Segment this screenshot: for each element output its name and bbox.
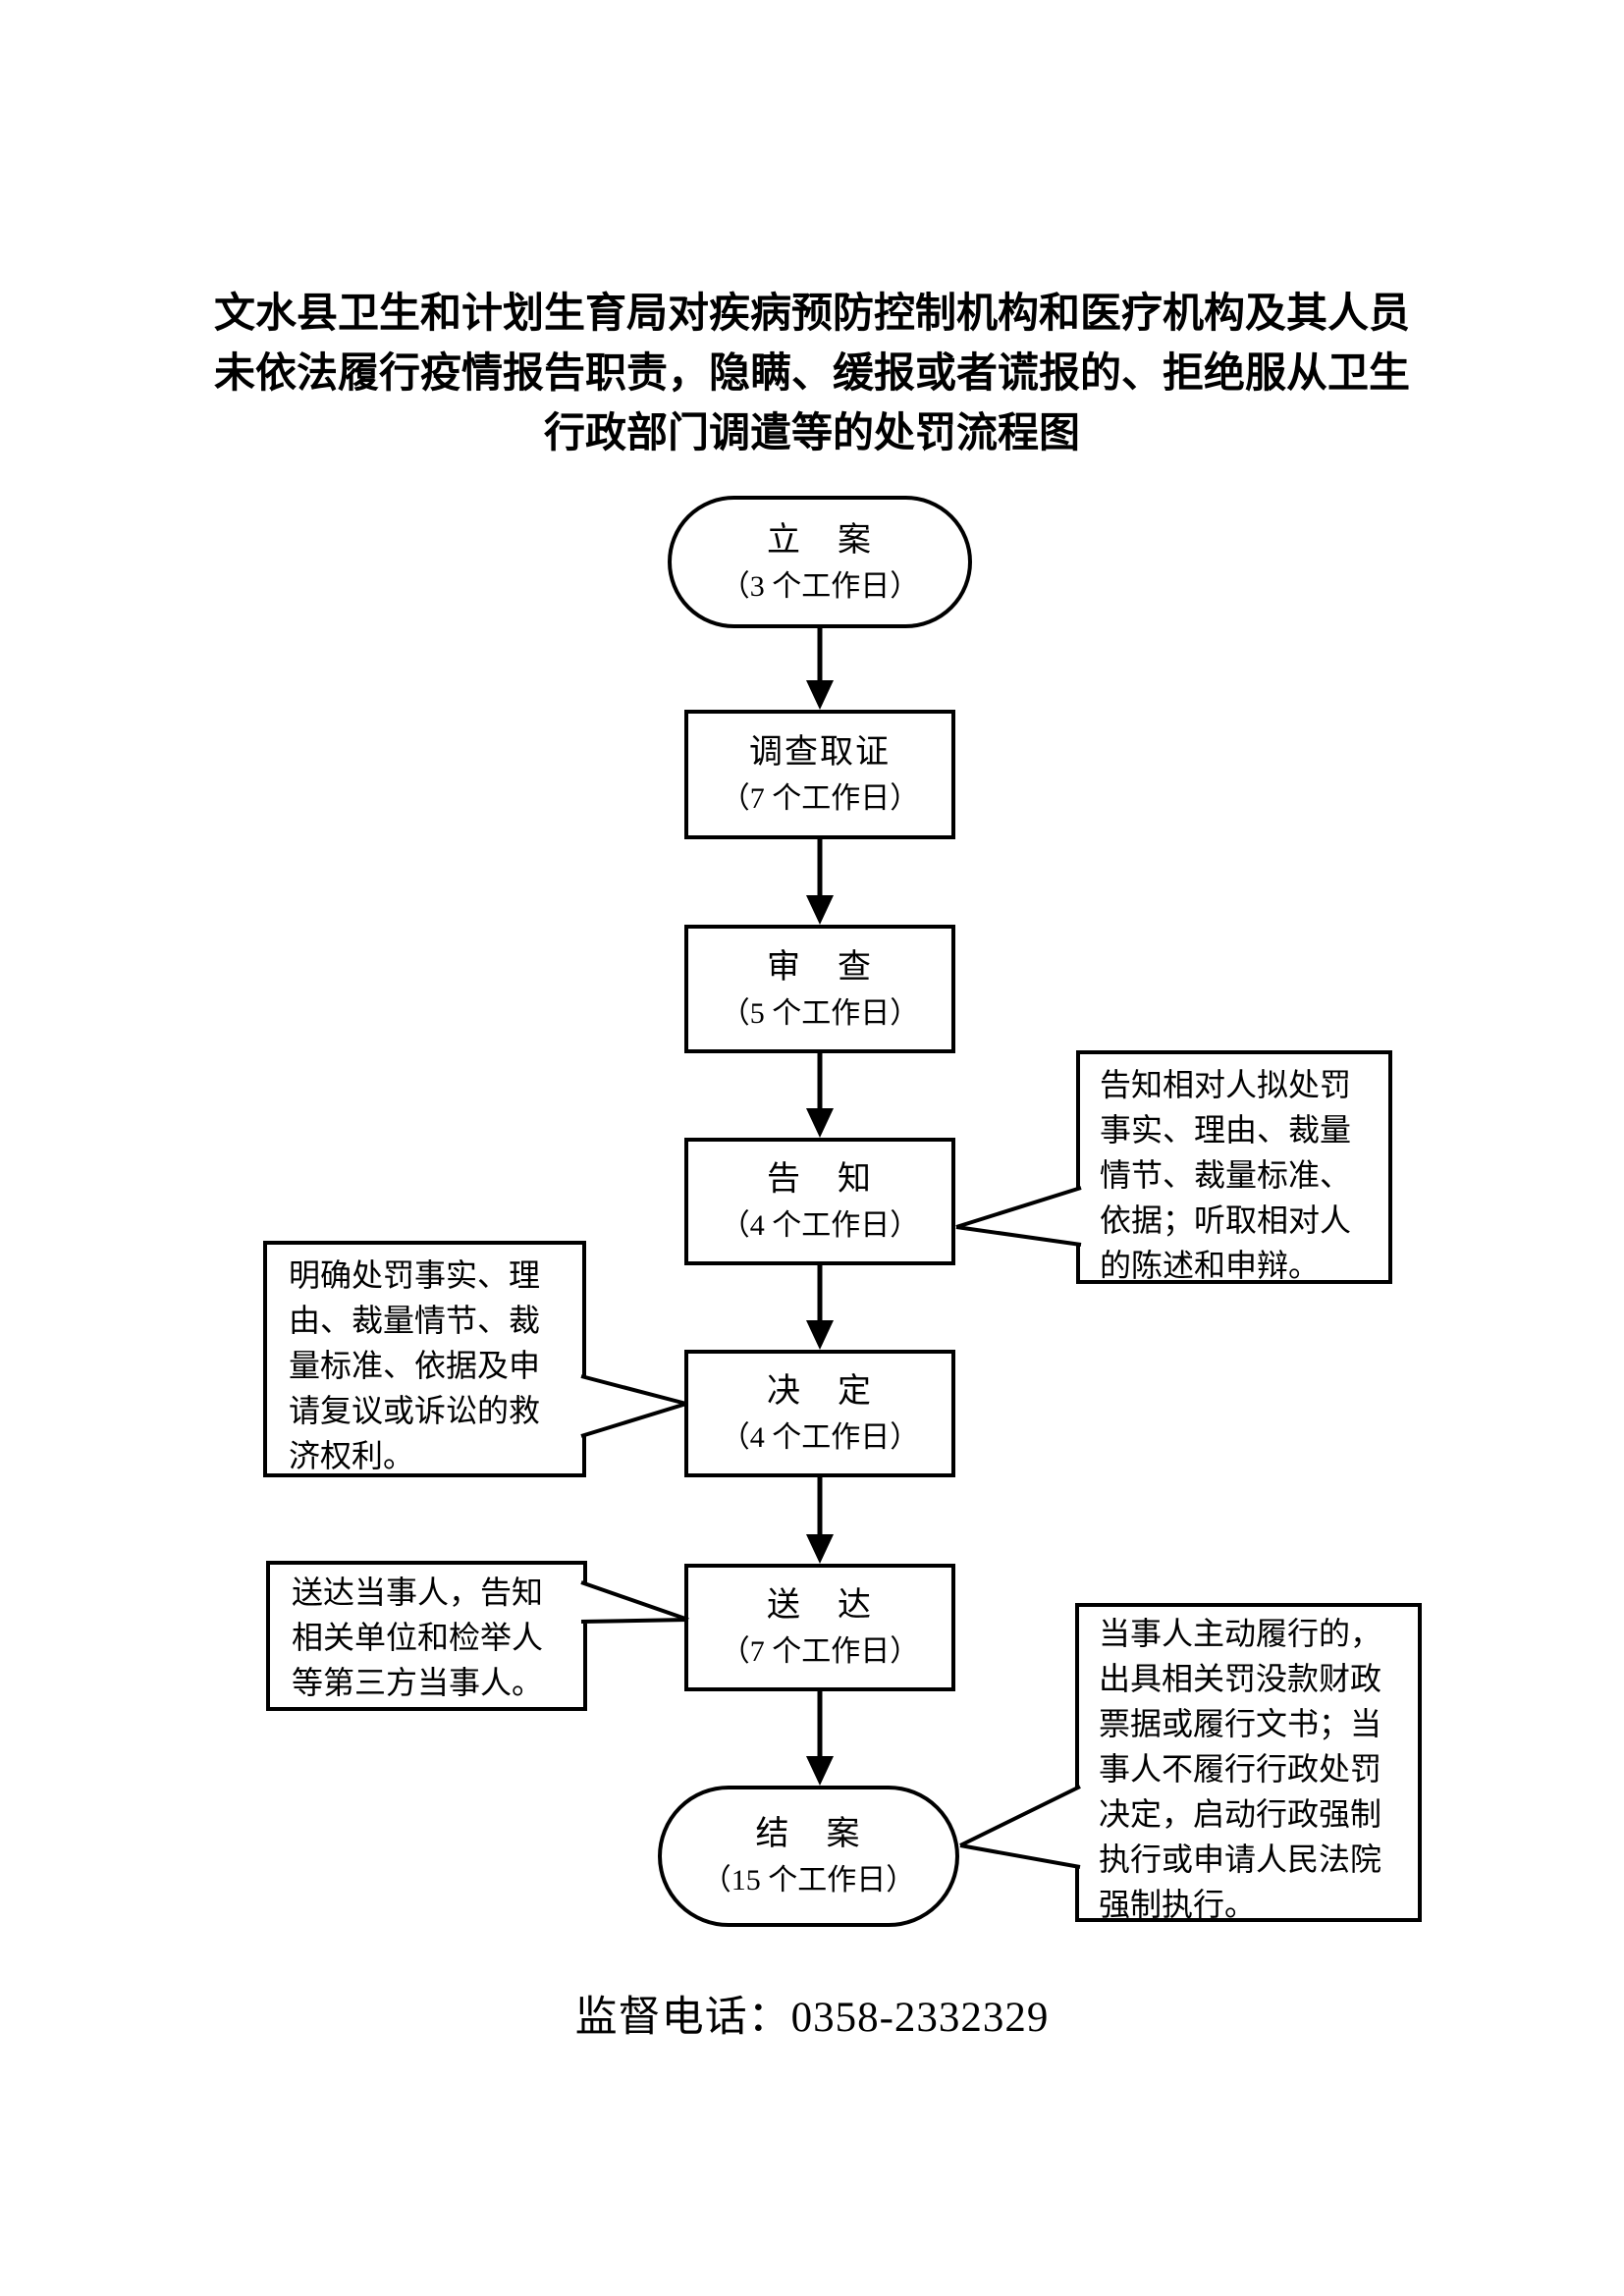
flow-step-delivery: 送 达 （7 个工作日）: [684, 1564, 955, 1691]
callout-pointer-delivery: [578, 1580, 689, 1624]
step-label: 立 案: [767, 521, 873, 559]
step-label: 送 达: [767, 1587, 873, 1624]
step-duration: （5 个工作日）: [720, 996, 920, 1030]
callout-text: 送达当事人，告知相关单位和检举人等第三方当事人。: [292, 1575, 544, 1700]
title-line-3: 行政部门调遣等的处罚流程图: [543, 409, 1080, 455]
callout-pointer-closing: [959, 1785, 1083, 1869]
step-label: 结 案: [755, 1816, 862, 1852]
callout-closing-note: 当事人主动履行的，出具相关罚没款财政票据或履行文书；当事人不履行行政处罚决定，启…: [1075, 1603, 1422, 1922]
flow-arrow-6: [806, 1691, 834, 1786]
step-duration: （7 个工作日）: [720, 1635, 920, 1668]
flow-step-filing: 立 案 （3 个工作日）: [668, 496, 972, 628]
flow-step-investigation: 调查取证 （7 个工作日）: [684, 710, 955, 839]
callout-text: 明确处罚事实、理由、裁量情节、裁量标准、依据及申请复议或诉讼的救济权利。: [289, 1257, 541, 1473]
flow-step-review: 审 查 （5 个工作日）: [684, 925, 955, 1053]
step-label: 审 查: [767, 948, 873, 986]
callout-decision-note: 明确处罚事实、理由、裁量情节、裁量标准、依据及申请复议或诉讼的救济权利。: [263, 1241, 586, 1477]
callout-text: 当事人主动履行的，出具相关罚没款财政票据或履行文书；当事人不履行行政处罚决定，启…: [1099, 1616, 1382, 1922]
callout-pointer-notify: [955, 1186, 1084, 1247]
step-duration: （3 个工作日）: [720, 569, 920, 603]
supervision-phone: 监督电话：0358-2332329: [574, 1995, 1050, 2041]
callout-notify-note: 告知相对人拟处罚事实、理由、裁量情节、裁量标准、依据；听取相对人的陈述和申辩。: [1076, 1050, 1392, 1284]
step-label: 告 知: [767, 1161, 873, 1198]
step-duration: （4 个工作日）: [720, 1421, 920, 1454]
flow-step-decision: 决 定 （4 个工作日）: [684, 1350, 955, 1477]
callout-text: 告知相对人拟处罚事实、理由、裁量情节、裁量标准、依据；听取相对人的陈述和申辩。: [1100, 1067, 1352, 1283]
step-duration: （7 个工作日）: [720, 782, 920, 815]
flow-arrow-1: [806, 628, 834, 710]
page-title: 文水县卫生和计划生育局对疾病预防控制机构和医疗机构及其人员 未依法履行疫情报告职…: [0, 283, 1624, 462]
step-label: 决 定: [767, 1373, 873, 1410]
flow-arrow-5: [806, 1477, 834, 1564]
flow-arrow-2: [806, 839, 834, 925]
flow-arrow-4: [806, 1265, 834, 1350]
flow-arrow-3: [806, 1053, 834, 1138]
title-line-2: 未依法履行疫情报告职责，隐瞒、缓报或者谎报的、拒绝服从卫生: [213, 349, 1410, 396]
callout-pointer-decision: [578, 1374, 687, 1438]
step-duration: （15 个工作日）: [701, 1864, 916, 1896]
step-duration: （4 个工作日）: [720, 1209, 920, 1242]
flow-step-notification: 告 知 （4 个工作日）: [684, 1138, 955, 1265]
title-line-1: 文水县卫生和计划生育局对疾病预防控制机构和医疗机构及其人员: [213, 290, 1410, 336]
step-label: 调查取证: [749, 734, 891, 771]
callout-delivery-note: 送达当事人，告知相关单位和检举人等第三方当事人。: [266, 1561, 587, 1711]
flow-step-case-closing: 结 案 （15 个工作日）: [658, 1786, 959, 1927]
